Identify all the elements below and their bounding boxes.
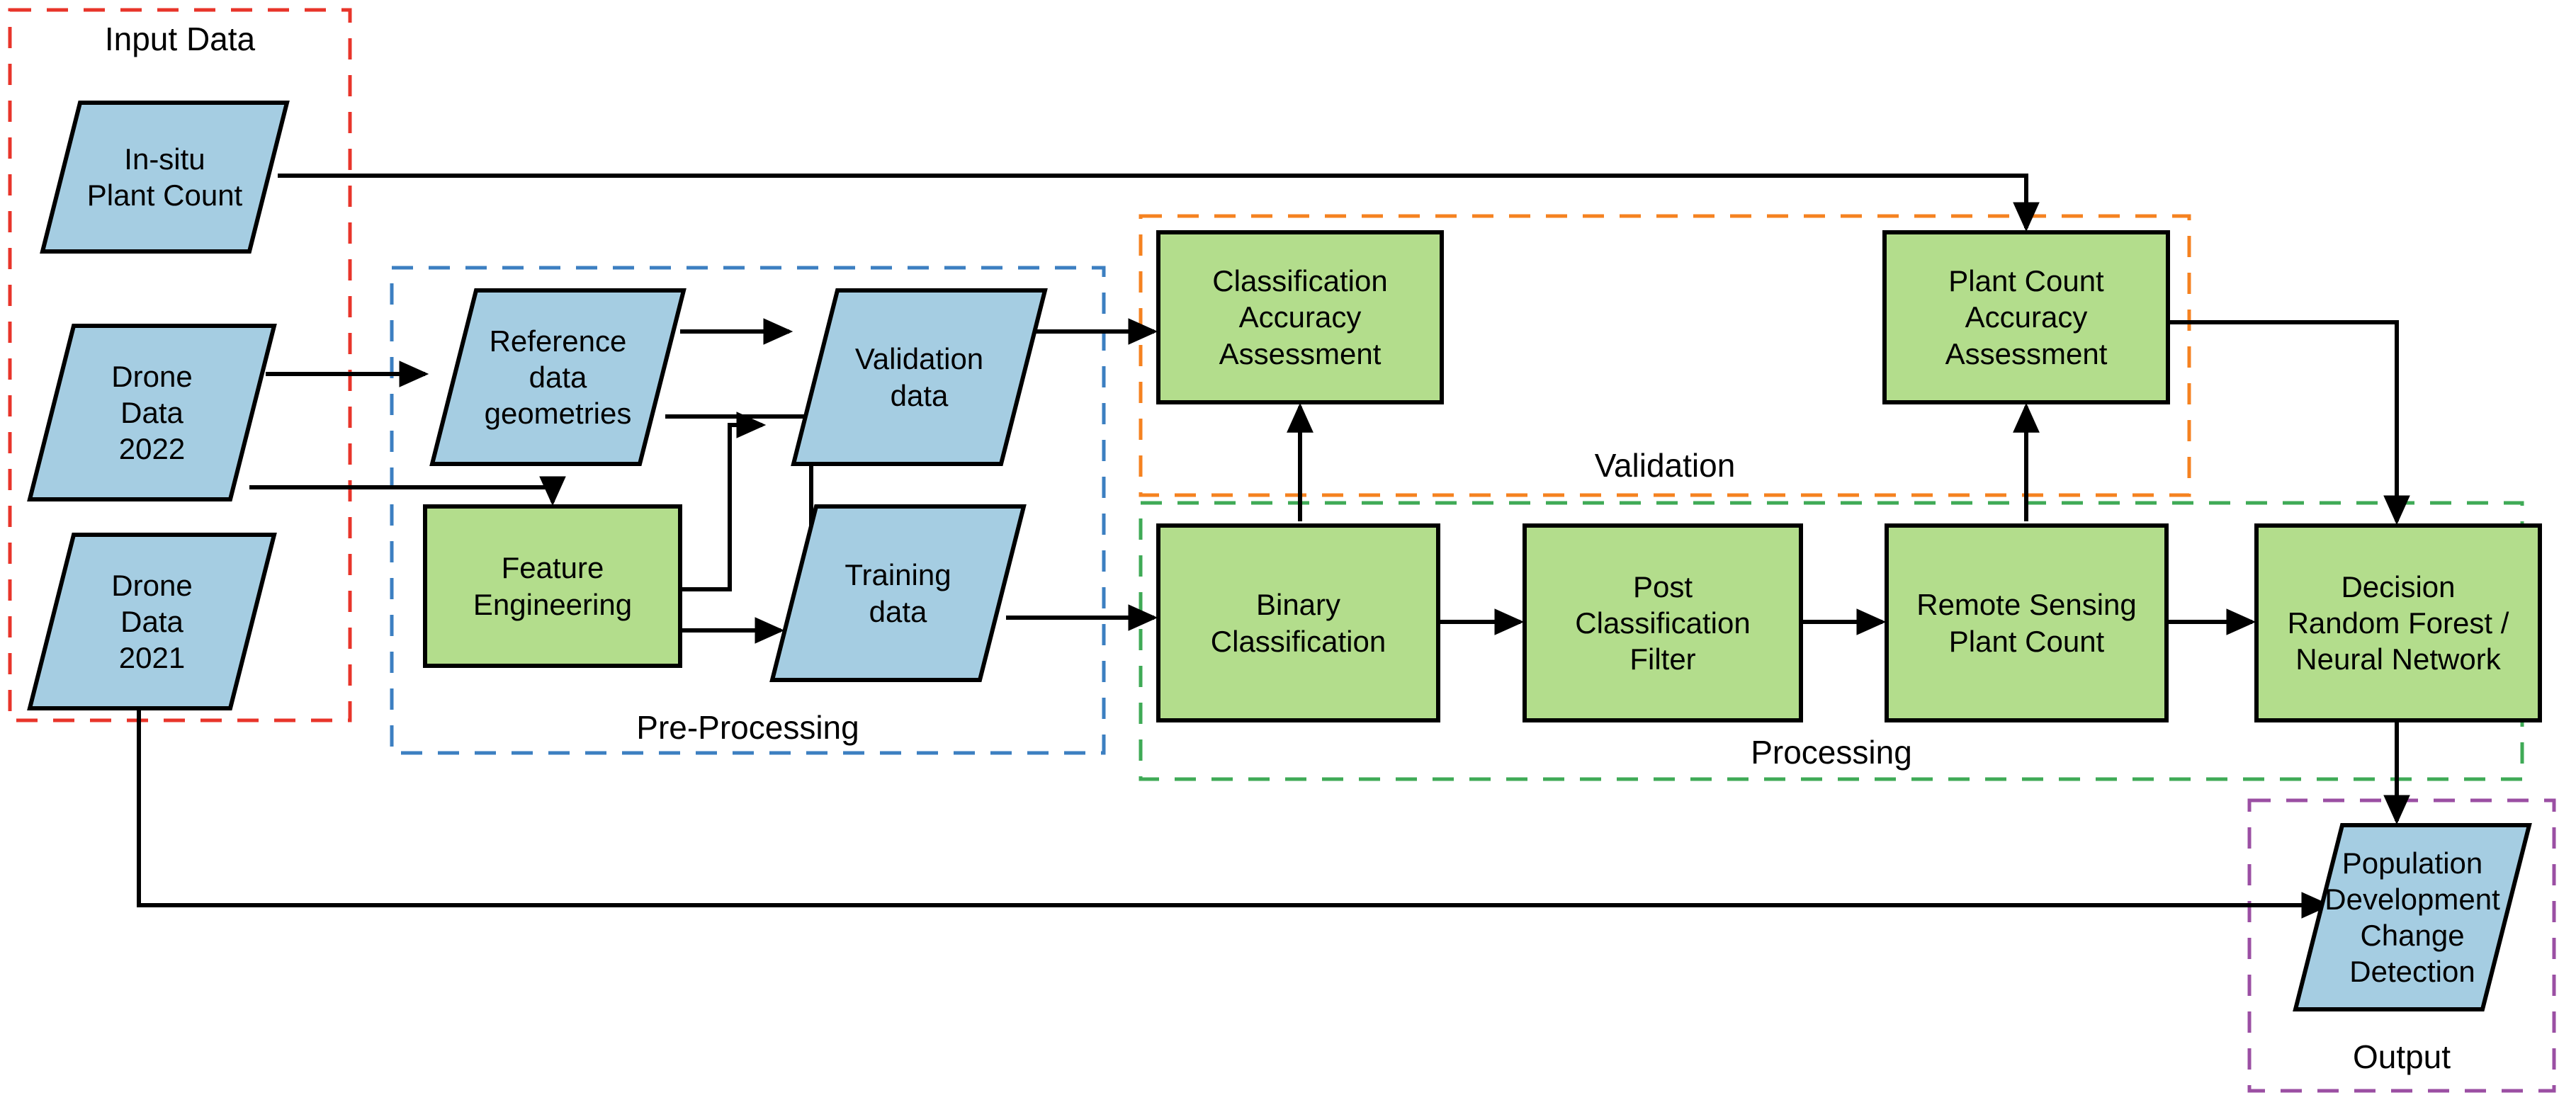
shape-feature-engineering[interactable]	[423, 504, 682, 668]
edge-plantcount-accuracy-to-decision	[2168, 320, 2410, 526]
shape-drone-data-2022[interactable]	[27, 324, 277, 501]
connectors	[137, 174, 2410, 919]
edge-drone2022-to-feature-engineering	[249, 476, 566, 506]
shape-in-situ-plant-count[interactable]	[40, 101, 290, 254]
edge-drone2021-to-population-change-detection	[137, 707, 2332, 919]
edge-feature-to-validation-data	[680, 412, 767, 591]
edge-insitu-to-plantcount-accuracy	[278, 174, 2040, 232]
shape-reference-data-geometries[interactable]	[429, 288, 687, 466]
shape-post-classification-filter[interactable]	[1523, 523, 1803, 722]
group-box-validation	[1139, 214, 2191, 497]
shape-drone-data-2021[interactable]	[27, 533, 277, 710]
shape-plant-count-accuracy-assessment[interactable]	[1882, 230, 2170, 404]
shape-validation-data[interactable]	[791, 288, 1048, 466]
group-box-input	[8, 8, 352, 722]
shape-training-data[interactable]	[769, 504, 1027, 682]
shape-binary-classification[interactable]	[1156, 523, 1440, 722]
shape-remote-sensing-plant-count[interactable]	[1885, 523, 2169, 722]
group-label-input-data: Input Data	[104, 21, 256, 57]
group-label-pre-processing: Pre-Processing	[636, 709, 859, 746]
shape-decision-random-forest-neural-network[interactable]	[2254, 523, 2542, 722]
node-shapes	[27, 101, 2542, 1011]
group-box-preprocessing	[390, 266, 1106, 755]
group-label-processing: Processing	[1751, 734, 1912, 771]
shape-population-development-change-detection[interactable]	[2293, 823, 2532, 1011]
shape-classification-accuracy-assessment[interactable]	[1156, 230, 1444, 404]
group-label-validation: Validation	[1594, 447, 1736, 484]
group-label-output: Output	[2352, 1038, 2451, 1075]
